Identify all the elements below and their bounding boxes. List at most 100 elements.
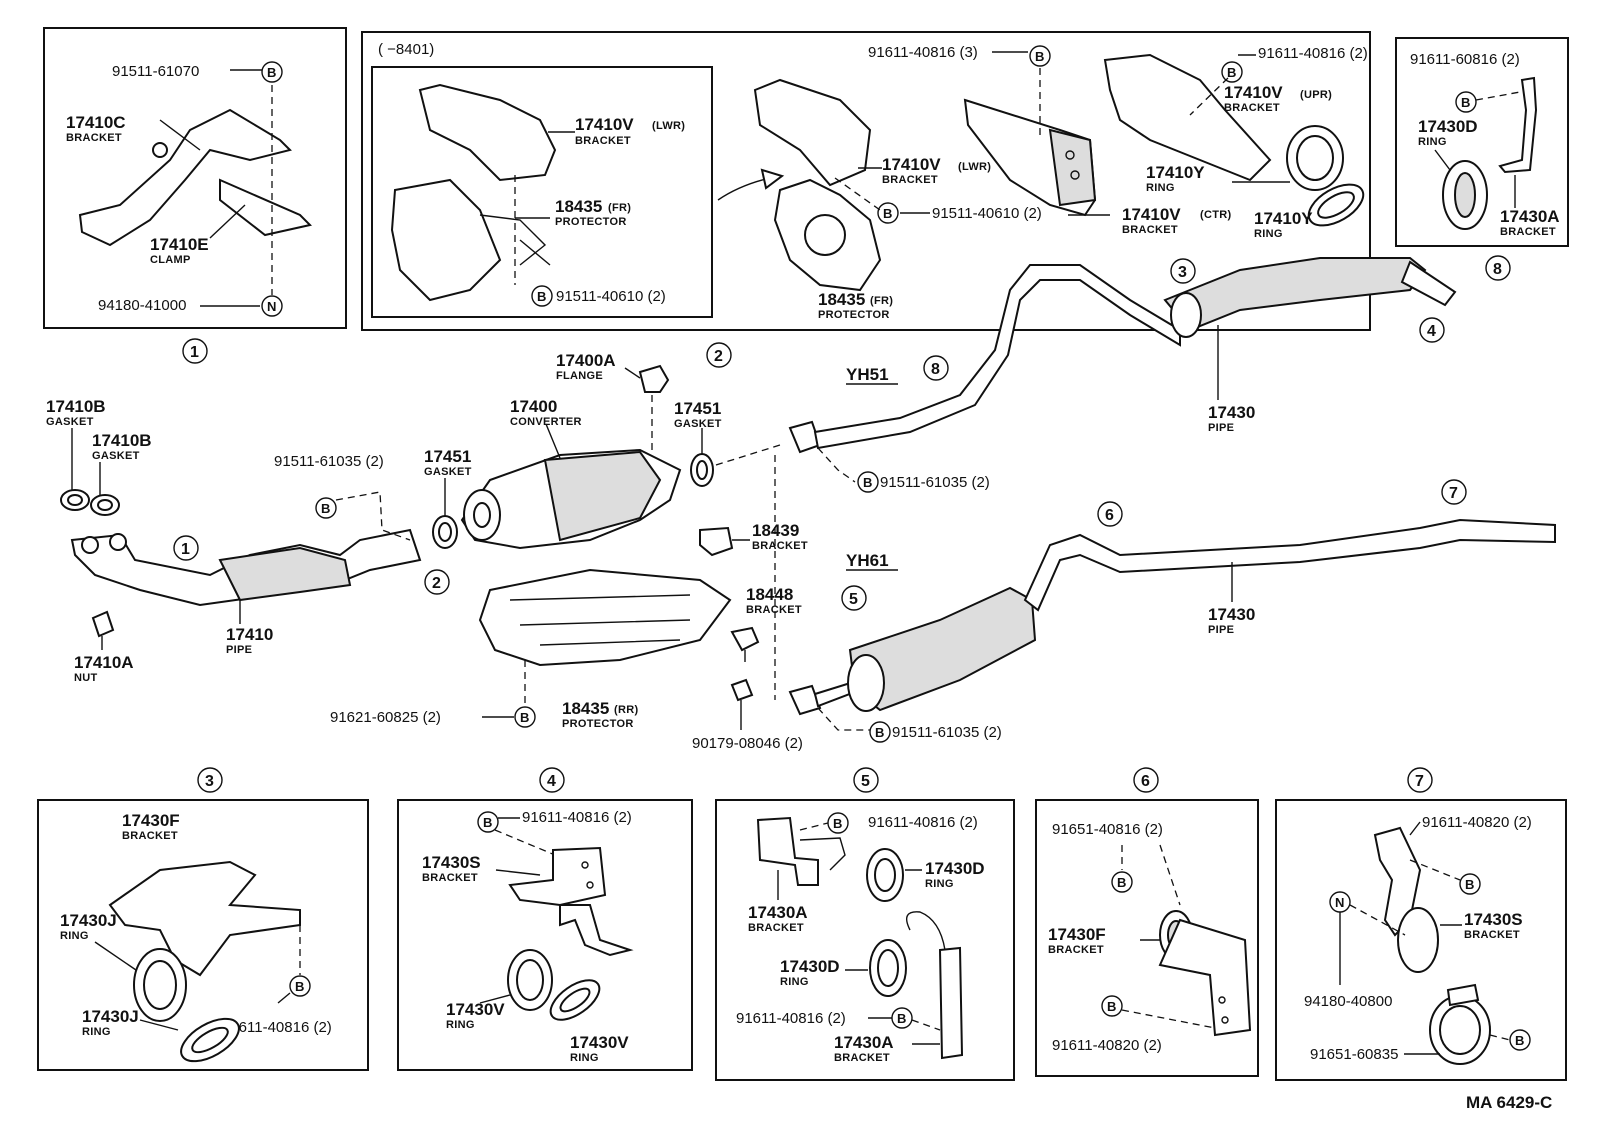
box8-group: 91611-60816 (2) B 17430D RING 17430A BRA… bbox=[1410, 51, 1560, 281]
callout-8-main: 8 bbox=[931, 361, 940, 378]
callout-4-main: 4 bbox=[1427, 323, 1436, 340]
detail-box-1 bbox=[43, 27, 347, 329]
box1-bolt-label: 91511-61070 bbox=[112, 63, 199, 80]
pipe-430a-no: 17430 bbox=[1208, 403, 1255, 422]
box6-bracket-name: BRACKET bbox=[1048, 944, 1104, 956]
bolt-91621: 91621-60825 (2) bbox=[330, 709, 441, 726]
box2-bolt-top-a: 91611-40816 (3) bbox=[868, 44, 978, 61]
protector-rr-name: PROTECTOR bbox=[562, 718, 634, 730]
figure-code: MA 6429-C bbox=[1466, 1093, 1552, 1112]
gasket-b2-no: 17410B bbox=[92, 431, 152, 450]
detail-box-8 bbox=[1395, 37, 1569, 247]
box8-bracket-no: 17430A bbox=[1500, 207, 1560, 226]
box3-ring-1-name: RING bbox=[60, 930, 89, 942]
box7-bolt-1-mark: B bbox=[1465, 877, 1474, 892]
converter-no: 17400 bbox=[510, 397, 557, 416]
box5-bracket-2-no: 17430A bbox=[834, 1033, 894, 1052]
bolt-91511-61035-c: 91511-61035 (2) bbox=[892, 724, 1002, 741]
box4-ring-2-name: RING bbox=[570, 1052, 599, 1064]
detail-box-2 bbox=[361, 31, 1371, 331]
box8-bolt-mark: B bbox=[1461, 95, 1470, 110]
box7-group: 7 91611-40820 (2) B 17430S BRACKET N 941… bbox=[1304, 767, 1532, 1065]
box8-bolt-label: 91611-60816 (2) bbox=[1410, 51, 1520, 68]
box2-ring-2-name: RING bbox=[1254, 228, 1283, 240]
box8-bracket-name: BRACKET bbox=[1500, 226, 1556, 238]
gasket-b1-name: GASKET bbox=[46, 416, 94, 428]
pipe-nut-name: NUT bbox=[74, 672, 98, 684]
box4-ring-2-no: 17430V bbox=[570, 1033, 629, 1052]
box7-callout: 7 bbox=[1415, 773, 1424, 790]
box4-bracket-no: 17430S bbox=[422, 853, 481, 872]
pipe-430b-no: 17430 bbox=[1208, 605, 1255, 624]
box2-outer-bolt-mark: B bbox=[883, 206, 892, 221]
box2-ctr-sub: (CTR) bbox=[1200, 209, 1231, 221]
box6-bolt-1-mark: B bbox=[1117, 875, 1126, 890]
box7-bracket-name: BRACKET bbox=[1464, 929, 1520, 941]
box7-nut: 94180-40800 bbox=[1304, 993, 1392, 1010]
box2-inner-bracket-name: BRACKET bbox=[575, 135, 631, 147]
box2-ctr-name: BRACKET bbox=[1122, 224, 1178, 236]
gasket-451b-name: GASKET bbox=[674, 418, 722, 430]
box6-bracket-no: 17430F bbox=[1048, 925, 1106, 944]
box2-inner-protector-no: 18435 bbox=[555, 197, 602, 216]
box2-outer-protector-no: 18435 bbox=[818, 290, 865, 309]
pipe-430b-name: PIPE bbox=[1208, 624, 1234, 636]
bracket-448-no: 18448 bbox=[746, 585, 793, 604]
box2-inner-bracket-sub: (LWR) bbox=[652, 120, 685, 132]
box4-callout: 4 bbox=[547, 773, 556, 790]
box5-ring-2-no: 17430D bbox=[780, 957, 840, 976]
box2-outer-bolt-label: 91511-40610 (2) bbox=[932, 205, 1042, 222]
box3-bracket-no: 17430F bbox=[122, 811, 180, 830]
box3-bracket-name: BRACKET bbox=[122, 830, 178, 842]
box6-bolt-1: 91651-40816 (2) bbox=[1052, 821, 1163, 838]
bolt-91511-61035-b: 91511-61035 (2) bbox=[880, 474, 990, 491]
box2-ring-1-no: 17410Y bbox=[1146, 163, 1205, 182]
main-assembly: 17410B GASKET 17410B GASKET 17410A NUT 1… bbox=[46, 257, 1556, 752]
box2-inner-protector-sub: (FR) bbox=[608, 202, 631, 214]
flange-no: 17400A bbox=[556, 351, 616, 370]
yh61-label: YH61 bbox=[846, 551, 889, 570]
box3-ring-2-no: 17430J bbox=[82, 1007, 139, 1026]
gasket-451a-name: GASKET bbox=[424, 466, 472, 478]
detail-box-2-inner bbox=[371, 66, 713, 318]
callout-3-main: 3 bbox=[1178, 264, 1187, 281]
pipe-name: PIPE bbox=[226, 644, 252, 656]
box1-clamp-no: 17410E bbox=[150, 235, 209, 254]
protector-rr-no: 18435 bbox=[562, 699, 609, 718]
box1-bracket-no: 17410C bbox=[66, 113, 126, 132]
box6-callout: 6 bbox=[1141, 773, 1150, 790]
box4-bracket-name: BRACKET bbox=[422, 872, 478, 884]
box2-outer-bracket-name: BRACKET bbox=[882, 174, 938, 186]
detail-box-4 bbox=[397, 799, 693, 1071]
detail-box-6 bbox=[1035, 799, 1259, 1077]
box2-range: ( −8401) bbox=[378, 41, 434, 58]
box2-upr-sub: (UPR) bbox=[1300, 89, 1332, 101]
pipe-430a-name: PIPE bbox=[1208, 422, 1234, 434]
box1-clamp-name: CLAMP bbox=[150, 254, 191, 266]
box3-bolt-mark: B bbox=[295, 979, 304, 994]
callout-1-main: 1 bbox=[181, 541, 190, 558]
box2-outer-protector-sub: (FR) bbox=[870, 295, 893, 307]
box2-ring-1-name: RING bbox=[1146, 182, 1175, 194]
box1-callout: 1 bbox=[190, 344, 199, 361]
bracket-448-name: BRACKET bbox=[746, 604, 802, 616]
box7-bolt-2: 91651-60835 bbox=[1310, 1046, 1398, 1063]
bolt-mark-b: B bbox=[863, 475, 872, 490]
gasket-b2-name: GASKET bbox=[92, 450, 140, 462]
box5-bracket-2-name: BRACKET bbox=[834, 1052, 890, 1064]
callout-6-main: 6 bbox=[1105, 507, 1114, 524]
box2-group: ( −8401) B 17410V (LWR) BRACKET 18435 (F… bbox=[378, 41, 1368, 368]
pipe-nut-no: 17410A bbox=[74, 653, 134, 672]
box3-ring-1-no: 17430J bbox=[60, 911, 117, 930]
box5-group: 5 B 91611-40816 (2) 17430A BRACKET 17430… bbox=[736, 767, 985, 1064]
gasket-b1-no: 17410B bbox=[46, 397, 106, 416]
box5-bolt-2-mark: B bbox=[897, 1011, 906, 1026]
converter-name: CONVERTER bbox=[510, 416, 582, 428]
box1-nut-label: 94180-41000 bbox=[98, 297, 186, 314]
bolt-mark-a: B bbox=[321, 501, 330, 516]
callout-2-main: 2 bbox=[432, 575, 441, 592]
box5-bolt-1-mark: B bbox=[833, 816, 842, 831]
box5-bracket-1-name: BRACKET bbox=[748, 922, 804, 934]
pipe-no: 17410 bbox=[226, 625, 273, 644]
